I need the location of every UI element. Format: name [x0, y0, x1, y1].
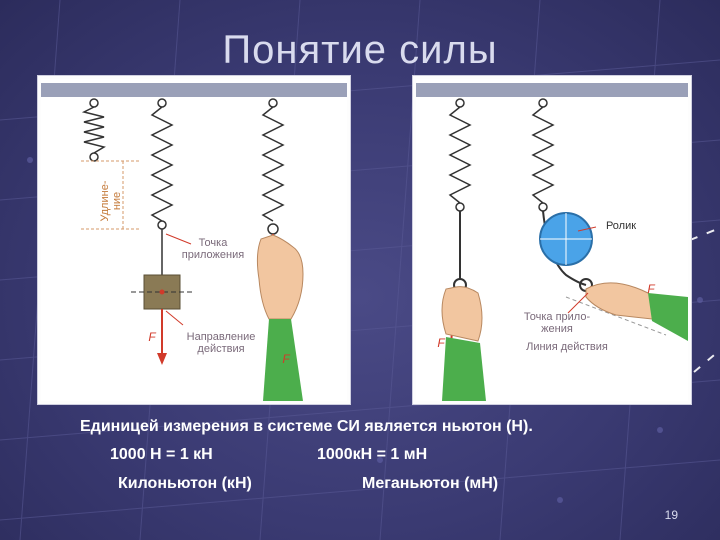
- direction-label: Направление действия: [186, 331, 256, 355]
- sleeve-left: [263, 319, 303, 401]
- ceiling-bar: [41, 83, 347, 97]
- application-point-label-right: Точка прило- жения: [523, 311, 591, 335]
- application-point-label-left: Точка приложения: [181, 237, 245, 261]
- page-number: 19: [664, 508, 678, 522]
- left-figure-drawing: [41, 83, 347, 401]
- sleeve-right-2: [648, 293, 688, 341]
- hand-right-1: [441, 286, 483, 342]
- force-symbol-right-2: F: [647, 282, 655, 296]
- meganewton-label: Меганьютон (мН): [362, 475, 499, 492]
- kilonewton-label: Килоньютон (кН): [118, 475, 252, 492]
- force-symbol-right-1: F: [437, 336, 445, 350]
- elongation-label: Удлине- ние: [99, 180, 123, 222]
- hand-left: [256, 234, 304, 320]
- right-figure-drawing: [416, 83, 688, 401]
- slide-title: Понятие силы: [222, 28, 498, 72]
- force-symbol-left: F: [148, 330, 156, 344]
- sleeve-right-1: [442, 337, 486, 401]
- ceiling-bar: [416, 83, 688, 97]
- meganewton-equation: 1000кН = 1 мН: [317, 446, 428, 463]
- si-unit-text: Единицей измерения в системе СИ является…: [80, 418, 533, 435]
- pulley-label: Ролик: [605, 220, 637, 232]
- spring-diagram-left: Удлине- ние Точка приложения Направление…: [38, 76, 350, 404]
- line-of-action-label: Линия действия: [526, 341, 608, 353]
- force-symbol-hand: F: [282, 352, 290, 366]
- kilonewton-equation: 1000 Н = 1 кН: [110, 446, 213, 463]
- spring-diagram-right: Ролик Точка прило- жения Линия действия …: [413, 76, 691, 404]
